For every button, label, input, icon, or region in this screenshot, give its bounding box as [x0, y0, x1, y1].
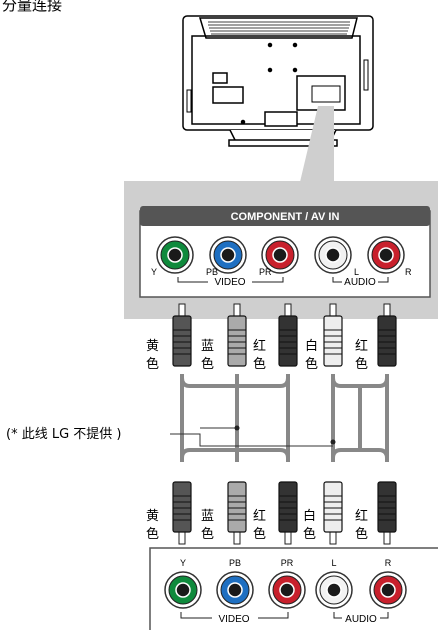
plug-label-red-bottom-1: 红 [253, 508, 266, 524]
device-panel [149, 547, 438, 630]
panel-jack-y [156, 236, 194, 274]
device-jack-pb [216, 571, 254, 609]
panel-label-pr: PR [259, 267, 272, 277]
panel-label-r: R [405, 267, 412, 277]
device-jack-y [164, 571, 202, 609]
plug-label-white-top-2: 色 [305, 356, 318, 372]
device-audio-label: AUDIO [345, 614, 377, 625]
plug-label-red-bottom-2: 色 [253, 526, 266, 542]
panel-jack-r [367, 236, 405, 274]
plugs [172, 303, 397, 545]
device-label-pb: PB [229, 558, 241, 568]
panel-jack-pb [209, 236, 247, 274]
plug-label-white-bottom-2: 色 [303, 526, 316, 542]
plug-top-red [278, 303, 298, 367]
panel-jack-pr [261, 236, 299, 274]
cable-note: (* 此线 LG 不提供 ) [6, 426, 122, 442]
plug-bottom-white [323, 481, 343, 545]
plug-bottom-red2 [377, 481, 397, 545]
device-jack-l [315, 571, 353, 609]
plug-label-yellow-top-2: 色 [146, 356, 159, 372]
plug-label-white-bottom-1: 白 [303, 508, 316, 524]
plug-label-red2-top-1: 红 [355, 338, 368, 354]
device-label-y: Y [180, 558, 186, 568]
plug-label-yellow-bottom-1: 黄 [146, 509, 159, 524]
device-label-l: L [331, 558, 336, 568]
device-video-label: VIDEO [218, 614, 249, 625]
device-jack-r [369, 571, 407, 609]
plug-label-white-top-1: 白 [305, 338, 318, 354]
plug-label-yellow-top-1: 黄 [146, 339, 159, 354]
note-leader [170, 427, 333, 447]
plug-label-blue-top-1: 蓝 [201, 339, 214, 354]
plug-top-yellow [172, 303, 192, 367]
panel-jack-l [314, 236, 352, 274]
panel-label-pb: PB [206, 267, 218, 277]
plug-label-red2-top-2: 色 [355, 356, 368, 372]
device-jack-pr [268, 571, 306, 609]
plug-bottom-yellow [172, 481, 192, 545]
zoom-connector [300, 106, 334, 182]
plug-label-blue-bottom-1: 蓝 [201, 509, 214, 524]
panel-label-l: L [354, 267, 359, 277]
panel-video-label: VIDEO [214, 277, 245, 288]
panel-header: COMPONENT / AV IN [231, 211, 340, 223]
page-title: 分量连接 [2, 0, 62, 14]
plug-label-red-top-1: 红 [253, 338, 266, 354]
plug-label-blue-top-2: 色 [201, 356, 214, 372]
plug-label-red-top-2: 色 [253, 356, 266, 372]
plug-bottom-blue [227, 481, 247, 545]
plug-label-yellow-bottom-2: 色 [146, 526, 159, 542]
plug-bottom-red [278, 481, 298, 545]
cables [180, 374, 389, 462]
panel-label-y: Y [151, 267, 157, 277]
plug-label-red2-bottom-2: 色 [355, 526, 368, 542]
plug-top-white [323, 303, 343, 367]
device-label-r: R [385, 558, 392, 568]
plug-label-red2-bottom-1: 红 [355, 508, 368, 524]
plug-label-blue-bottom-2: 色 [201, 526, 214, 542]
plug-top-blue [227, 303, 247, 367]
tv-back [182, 15, 374, 147]
device-label-pr: PR [281, 558, 294, 568]
panel-audio-label: AUDIO [344, 277, 376, 288]
plug-top-red2 [377, 303, 397, 367]
